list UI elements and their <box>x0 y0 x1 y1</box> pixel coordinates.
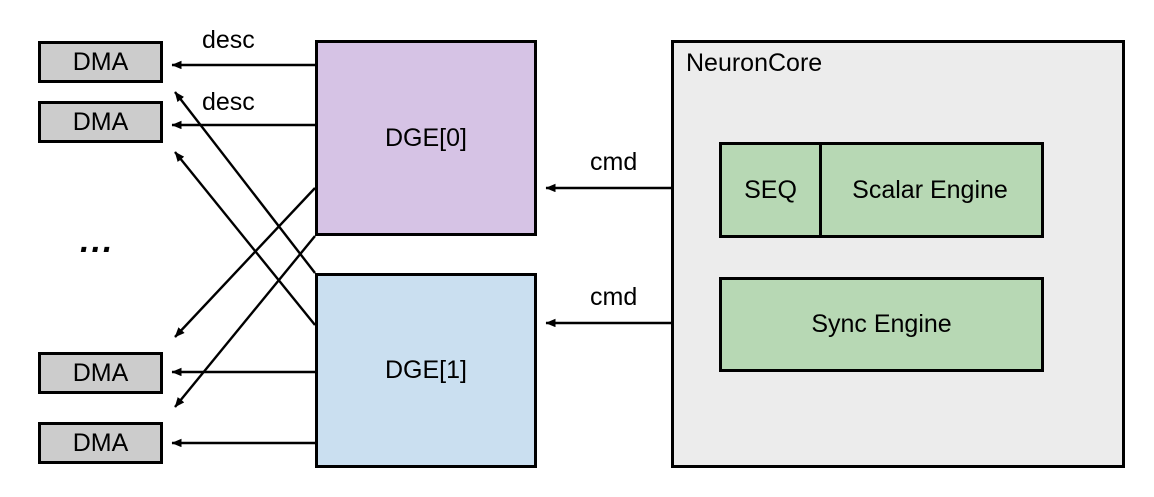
edge-dge1-to-dma0 <box>174 91 316 274</box>
seq-cell[interactable]: SEQ <box>722 145 819 235</box>
dma-list-ellipsis: ... <box>80 222 115 260</box>
scalar-engine-label: Scalar Engine <box>852 175 1008 204</box>
sync-engine-label: Sync Engine <box>811 310 952 338</box>
dma-block-2-label: DMA <box>72 358 129 387</box>
edge-label-desc-1: desc <box>202 88 255 116</box>
seq-scalar-engine-row[interactable]: SEQ Scalar Engine <box>719 142 1044 238</box>
scalar-engine-cell[interactable]: Scalar Engine <box>819 145 1041 235</box>
seq-scalar-divider <box>819 145 822 235</box>
edge-dge0-to-dma3 <box>174 235 316 408</box>
edge-dge0-to-dma2 <box>174 187 316 338</box>
neuroncore-title: NeuronCore <box>686 49 823 77</box>
dge-block-1[interactable]: DGE[1] <box>315 273 537 468</box>
dma-block-3[interactable]: DMA <box>38 422 163 464</box>
edge-dge1-to-dma1 <box>174 151 316 326</box>
dge-block-0-label: DGE[0] <box>385 123 467 152</box>
dma-block-1[interactable]: DMA <box>38 101 163 143</box>
dge-block-0[interactable]: DGE[0] <box>315 40 537 236</box>
dma-block-0[interactable]: DMA <box>38 41 163 83</box>
edge-label-cmd-1: cmd <box>590 283 638 311</box>
neuroncore-container[interactable]: NeuronCore SEQ Scalar Engine Sync Engine <box>671 40 1125 468</box>
dma-block-0-label: DMA <box>72 47 129 76</box>
edge-label-desc-0: desc <box>202 26 255 54</box>
seq-label: SEQ <box>744 175 797 204</box>
dge-block-1-label: DGE[1] <box>385 356 467 384</box>
edge-label-cmd-0: cmd <box>590 148 638 176</box>
dma-block-2[interactable]: DMA <box>38 352 163 394</box>
dma-block-1-label: DMA <box>72 107 129 136</box>
dma-block-3-label: DMA <box>72 428 129 457</box>
sync-engine-row[interactable]: Sync Engine <box>719 277 1044 372</box>
